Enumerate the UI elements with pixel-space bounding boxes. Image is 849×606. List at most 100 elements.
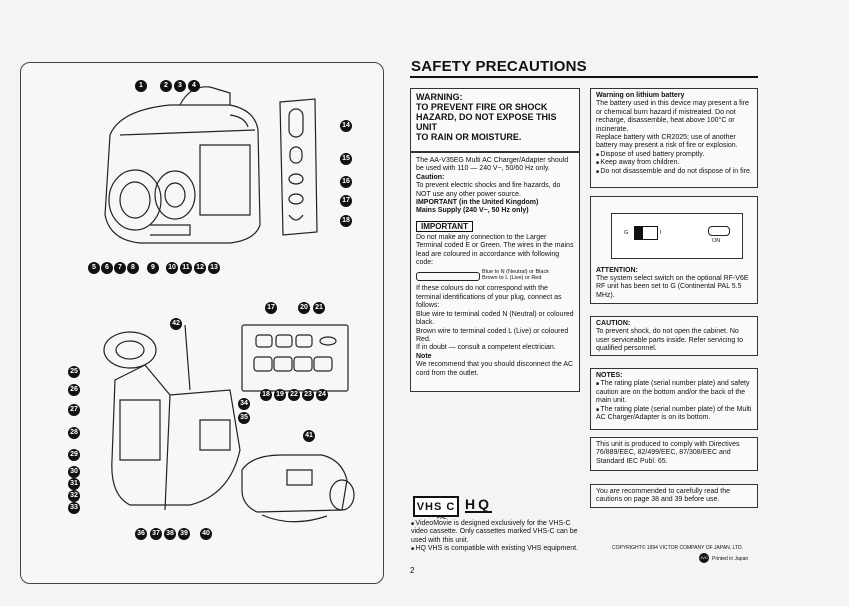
pal-label: PAL [437,515,447,521]
lithium-bullet-2: Keep away from children. [596,159,752,167]
system-select-switch [634,226,658,240]
callout-panel-24: 24 [316,389,328,401]
callout-38: 38 [164,528,176,540]
callout-26: 26 [68,384,80,396]
callout-panel-17: 17 [265,302,277,314]
rf-unit-drawing: G I ON [611,213,743,259]
callout-14: 14 [340,120,352,132]
callout-4: 4 [188,80,200,92]
caution-box: CAUTION: To prevent shock, do not open t… [590,316,758,356]
callout-15: 15 [340,153,352,165]
callout-27: 27 [68,404,80,416]
wire-blue-label: Blue to N (Neutral) or Black [482,269,549,276]
adapter-important-text: Do not make any connection to the Larger… [416,233,574,267]
warning-heading: WARNING: [416,92,463,102]
callout-25: 25 [68,366,80,378]
adapter-uk-label: IMPORTANT (in the United Kingdom) [416,199,539,207]
callout-panel-22: 22 [288,389,300,401]
callout-12: 12 [194,262,206,274]
directives-box: This unit is produced to comply with Dir… [590,437,758,471]
callout-36: 36 [135,528,147,540]
callout-28: 28 [68,427,80,439]
rf-unit-box: G I ON ATTENTION: The system select swit… [590,196,758,304]
adapter-note-label: Note [416,352,432,360]
title-rule [410,76,758,78]
adapter-colours-text: If these colours do not correspond with … [416,285,562,310]
side-controls-illustration [279,98,318,236]
adapter-caution-label: Caution: [416,173,445,181]
adapter-intro: The AA-V35EG Multi AC Charger/Adapter sh… [416,157,569,173]
adapter-caution-text: To prevent electric shocks and fire haza… [416,182,561,198]
callout-31: 31 [68,478,80,490]
callout-42: 42 [170,318,182,330]
bottom-note-2: HQ VHS is compatible with existing VHS e… [411,545,579,553]
callout-6: 6 [101,262,113,274]
notes-item-1: The rating plate (serial number plate) a… [596,380,752,405]
camcorder-side-illustration [103,324,241,511]
attention-text: The system select switch on the optional… [596,275,749,299]
callout-30: 30 [68,466,80,478]
caution-label: CAUTION: [596,320,631,327]
callout-panel-23: 23 [302,389,314,401]
callout-panel-20: 20 [298,302,310,314]
callout-39: 39 [178,528,190,540]
adapter-box: The AA-V35EG Multi AC Charger/Adapter sh… [410,152,580,392]
lithium-text-2: Replace battery with CR2025; use of anot… [596,134,738,150]
illustration-panel [20,62,384,584]
jvc-logo: JVC [699,553,709,563]
recommend-box: You are recommended to carefully read th… [590,484,758,508]
switch-label-on: ON [712,238,721,244]
callout-5: 5 [88,262,100,274]
callout-8: 8 [127,262,139,274]
attention-label: ATTENTION: [596,267,638,274]
callout-41: 41 [303,430,315,442]
callout-32: 32 [68,490,80,502]
callout-37: 37 [150,528,162,540]
warning-line-3: TO RAIN OR MOISTURE. [416,132,522,142]
notes-box: NOTES: The rating plate (serial number p… [590,368,758,430]
callout-40: 40 [200,528,212,540]
important-tag: IMPORTANT [416,220,473,232]
callout-34: 34 [238,398,250,410]
adapter-blue-text: Blue wire to terminal coded N (Neutral) … [416,310,574,327]
warning-box: WARNING: TO PREVENT FIRE OR SHOCK HAZARD… [410,88,580,152]
directives-text: This unit is produced to comply with Dir… [596,441,740,465]
callout-17: 17 [340,195,352,207]
page-title: SAFETY PRECAUTIONS [411,58,587,75]
caution-text: To prevent shock, do not open the cabine… [596,328,744,353]
callout-10: 10 [166,262,178,274]
page-number: 2 [410,566,415,575]
adapter-brown-text: Brown wire to terminal coded L (Live) or… [416,327,569,343]
callout-35: 35 [238,412,250,424]
notes-label: NOTES: [596,372,623,379]
warning-line-2: HAZARD, DO NOT EXPOSE THIS UNIT [416,112,557,132]
warning-line-1: TO PREVENT FIRE OR SHOCK [416,102,548,112]
callout-29: 29 [68,449,80,461]
callout-13: 13 [208,262,220,274]
callout-11: 11 [180,262,192,274]
callout-panel-18: 18 [260,389,272,401]
callout-panel-21: 21 [313,302,325,314]
lithium-text-1: The battery used in this device may pres… [596,100,749,133]
callout-3: 3 [174,80,186,92]
button-panel-illustration [241,324,349,392]
callout-33: 33 [68,502,80,514]
notes-item-2: The rating plate (serial number plate) o… [596,406,752,423]
lithium-bullet-1: Dispose of used battery promptly. [596,151,752,159]
callout-2: 2 [160,80,172,92]
printed-in: Printed in Japan [712,556,749,562]
camcorder-small-illustration [241,454,355,523]
callout-18: 18 [340,215,352,227]
callout-7: 7 [114,262,126,274]
adapter-mains-label: Mains Supply (240 V~, 50 Hz only) [416,207,529,215]
camcorder-front-illustration [104,86,261,244]
hq-logo: HQ [465,496,492,513]
switch-mark-i: I [660,230,662,236]
callout-9: 9 [147,262,159,274]
callout-16: 16 [340,176,352,188]
copyright: COPYRIGHT© 1994 VICTOR COMPANY OF JAPAN,… [612,545,744,551]
callout-panel-19: 19 [274,389,286,401]
recommend-text: You are recommended to carefully read th… [596,488,730,504]
lithium-heading: Warning on lithium battery [596,92,685,99]
switch-mark-g: G [624,230,629,236]
